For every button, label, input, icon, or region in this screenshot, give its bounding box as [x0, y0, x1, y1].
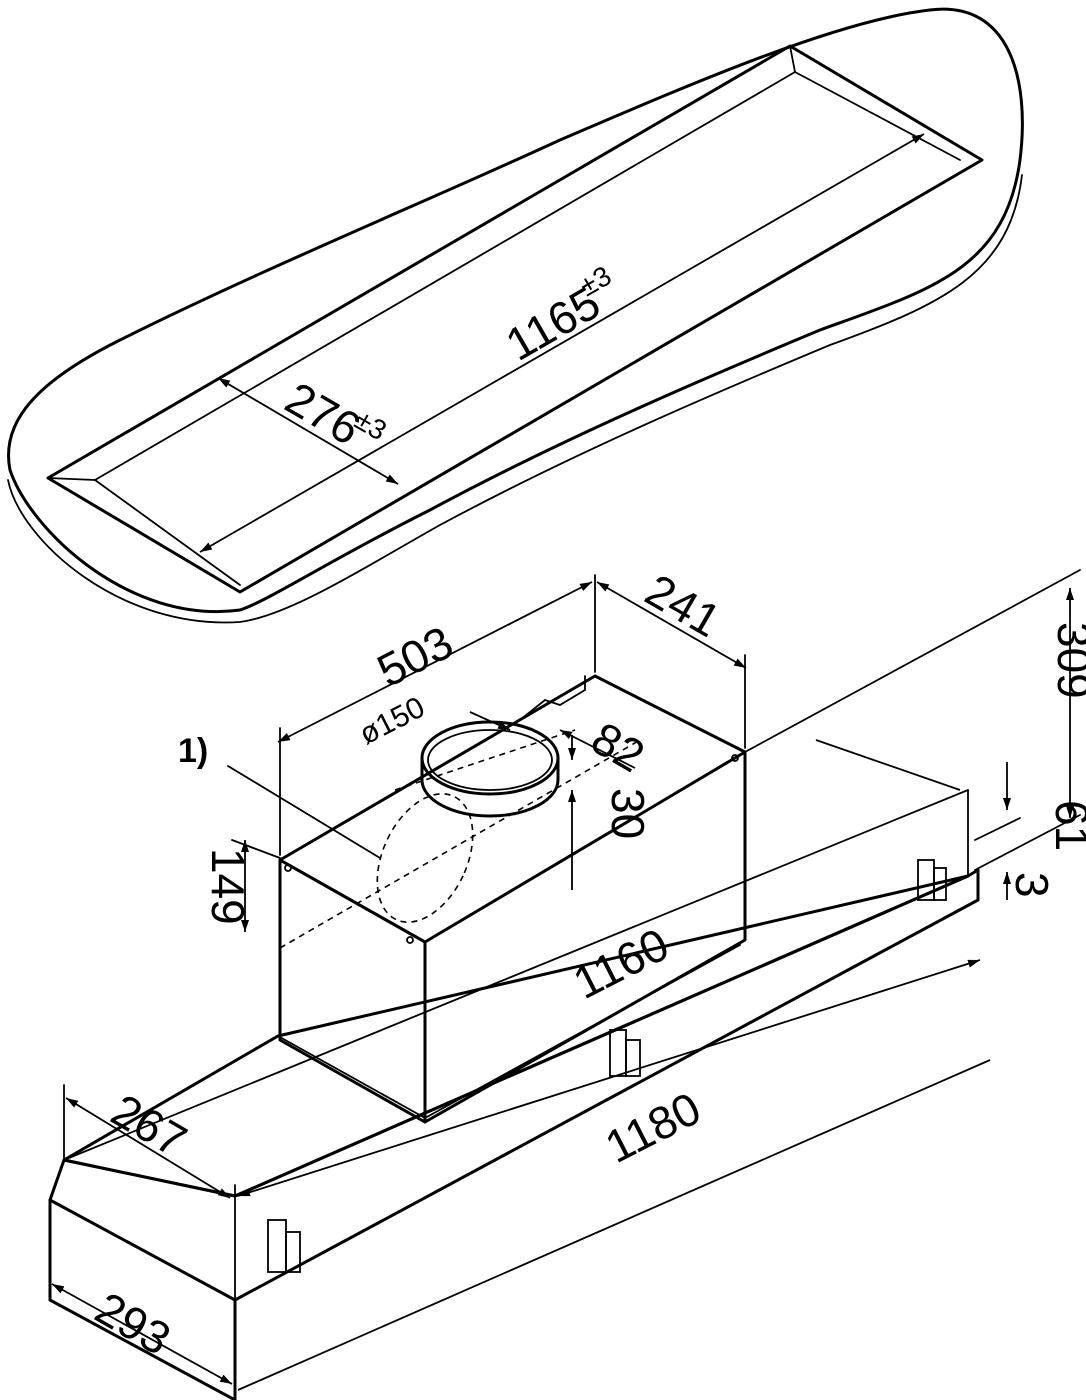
extension-line: [231, 839, 281, 859]
dim-293-label: 293: [87, 1282, 179, 1365]
canopy-front-rim: [48, 868, 980, 1302]
dimension-line-503: [277, 581, 593, 743]
dim-149-label: 149: [202, 848, 254, 925]
dim-309-label: 309: [1048, 622, 1086, 699]
dim-3-label: 3: [1006, 872, 1058, 898]
callout-leader: [227, 765, 381, 859]
screw-icon: [284, 864, 292, 872]
extension-line: [744, 569, 1081, 753]
worktop-outline: [7, 7, 1024, 614]
extension-line: [974, 817, 1021, 841]
mounting-bracket-icon: [933, 867, 947, 901]
dimension-line-1180: [237, 959, 981, 1197]
mounting-bracket-icon: [267, 1219, 287, 1273]
dimension-line-82a: [469, 711, 511, 731]
dim-61-label: 61: [1046, 800, 1086, 851]
cutout-inner-wall-back: [94, 70, 961, 481]
dim-267-label: 267: [103, 1084, 195, 1167]
motor-housing: [277, 674, 747, 1124]
screw-icon: [406, 936, 414, 944]
dim-503-label: 503: [369, 616, 461, 697]
cutout-width-dimension-line: [217, 377, 399, 485]
dim-241-label: 241: [637, 564, 729, 647]
dim-30-label: 30: [602, 788, 654, 839]
dimension-line-293: [51, 1283, 233, 1385]
dimension-line-267: [65, 1097, 231, 1199]
cutout-dimensions: 1165 ±3 276 ±3: [199, 133, 925, 553]
housing-hidden-edge: [279, 739, 641, 949]
hood-canopy: [48, 789, 980, 1400]
canopy-back-edge: [63, 789, 969, 1161]
extension-line: [815, 739, 961, 791]
housing-top-face: [278, 674, 747, 944]
dimension-line-241: [596, 581, 747, 669]
duct-diameter-label: ø150: [354, 691, 430, 751]
canopy-trim-line: [49, 1159, 65, 1201]
mounting-bracket-icon: [609, 1029, 627, 1077]
cutout-width-label: 276 ±3: [277, 372, 392, 455]
unit-labels: 503 241 ø150 82 30 149 309 61 3 1160 267…: [87, 564, 1086, 1365]
cutout-inner-wall-right: [789, 45, 796, 73]
cutout-width-value: 276: [277, 372, 369, 455]
dim-82-label: 82: [583, 712, 653, 783]
duct-connector: [376, 720, 576, 923]
worktop-edge: [7, 174, 1023, 624]
housing-right-edge: [423, 750, 747, 1124]
mounting-bracket-icon: [285, 1231, 301, 1273]
extension-line: [974, 814, 1081, 871]
mounting-brackets: [267, 859, 947, 1273]
extension-line: [237, 1059, 991, 1391]
duct-ring-side: [420, 756, 560, 818]
canopy-front-face: [48, 1198, 237, 1400]
callout-label: 1): [178, 732, 208, 770]
unit-dimensions: [51, 569, 1081, 1400]
screw-icon: [731, 754, 739, 762]
